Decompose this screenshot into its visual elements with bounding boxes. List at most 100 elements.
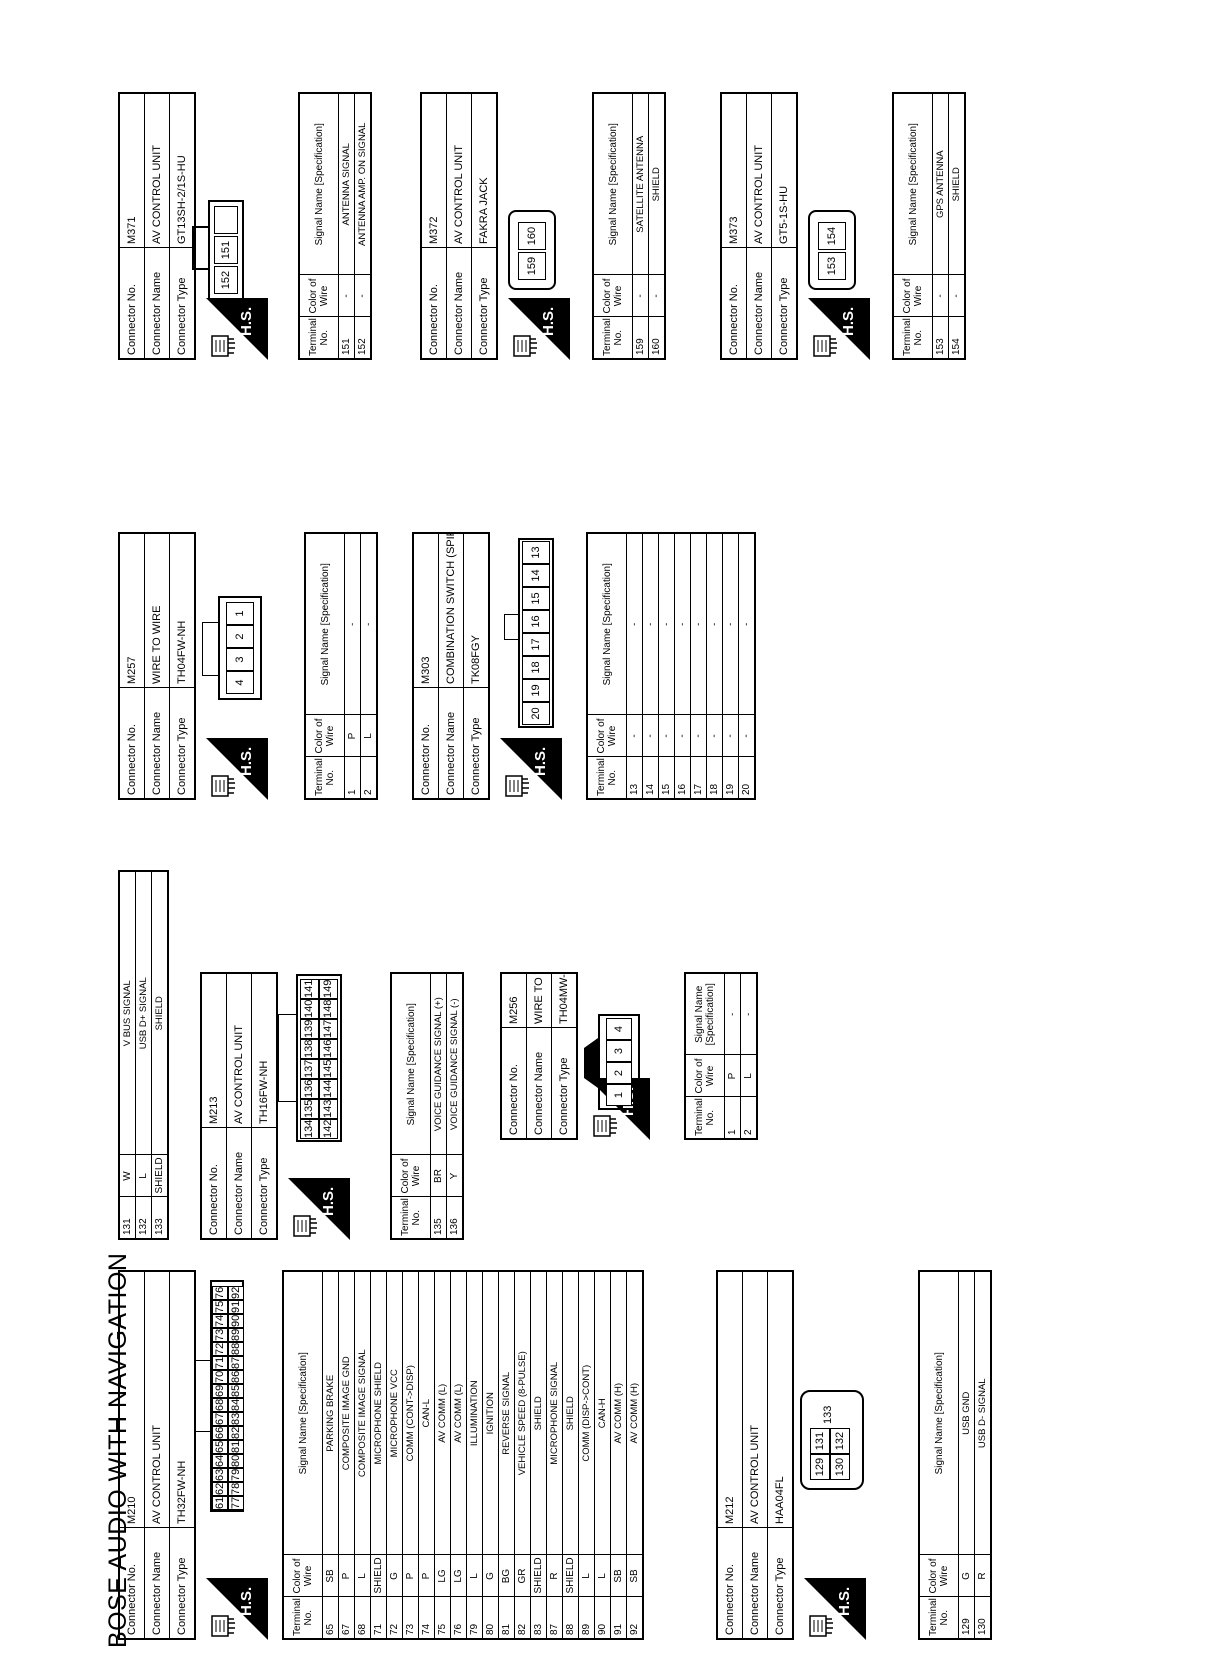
connector-pin: 129 (810, 1454, 830, 1480)
signal-name: SHIELD (530, 1271, 547, 1555)
connector-pin: 145 (319, 1059, 338, 1079)
connector-pin: 16 (522, 610, 550, 633)
connector-pin: 75 (212, 1300, 228, 1314)
connector-number-value: M303 (413, 533, 439, 688)
hs-label: H.S. (238, 1586, 255, 1616)
harness-side-icon: H.S. (508, 298, 570, 360)
wire-color: R (974, 1555, 991, 1597)
wire-color: GR (514, 1555, 531, 1597)
signal-name: AV COMM (L) (434, 1271, 451, 1555)
connector-pin: 130 (830, 1454, 850, 1480)
connector-number-label: Connector No. (119, 687, 145, 799)
connector-pin: 73 (212, 1328, 228, 1342)
wire-color: SB (610, 1555, 627, 1597)
signal-name: - (344, 533, 361, 715)
connector-pin: 160 (518, 222, 546, 250)
terminal-number: 2 (360, 757, 377, 799)
terminal-number: 1 (344, 757, 361, 799)
signal-name: CAN-H (594, 1271, 611, 1555)
signal-name-header: Signal Name [Specification] (593, 93, 633, 275)
signal-name: USB GND (958, 1271, 975, 1555)
connector-type-label: Connector Type (251, 1127, 277, 1239)
connector-pin: 1 (606, 1084, 632, 1106)
table-row: 18-- (706, 533, 723, 799)
terminal-number: 20 (738, 757, 755, 799)
connector-pin: 18 (522, 656, 550, 679)
connector-pin: 3 (606, 1040, 632, 1062)
signal-name: - (642, 533, 659, 715)
signal-name: - (740, 973, 757, 1055)
connector-pin: 133 (822, 1405, 834, 1424)
connector-pin: 132 (830, 1428, 850, 1454)
connector-pin: 65 (212, 1440, 228, 1454)
harness-side-icon: H.S. (206, 738, 268, 800)
terminal-no-header: Terminal No. (587, 757, 627, 799)
harness-side-icon: H.S. (500, 738, 562, 800)
wire-color: L (354, 1555, 371, 1597)
terminal-number: 19 (722, 757, 739, 799)
terminal-number: 14 (642, 757, 659, 799)
terminal-number: 132 (135, 1197, 152, 1239)
terminal-number: 90 (594, 1597, 611, 1639)
connector-name-value: AV CONTROL UNIT (742, 1271, 768, 1528)
terminal-number: 2 (740, 1097, 757, 1139)
table-row: 154-SHIELD (948, 93, 965, 359)
table-row: 13-- (626, 533, 643, 799)
wire-color: - (738, 715, 755, 757)
hs-label: H.S. (238, 306, 255, 336)
terminal-number: 16 (674, 757, 691, 799)
connector-number-label: Connector No. (421, 247, 447, 359)
connector-pin: 147 (319, 1019, 338, 1039)
signal-name: PARKING BRAKE (322, 1271, 339, 1555)
wire-color: P (344, 715, 361, 757)
terminal-no-header: Terminal No. (919, 1597, 959, 1639)
connector-type-label: Connector Type (767, 1527, 793, 1639)
wire-color: SB (626, 1555, 643, 1597)
connector-number-value: M371 (119, 93, 145, 248)
signal-name: MICROPHONE VCC (386, 1271, 403, 1555)
color-header: Color of Wire (919, 1555, 959, 1597)
terminal-number: 88 (562, 1597, 579, 1639)
wire-color: L (360, 715, 377, 757)
signal-name: - (724, 973, 741, 1055)
signal-name: - (626, 533, 643, 715)
terminal-number: 72 (386, 1597, 403, 1639)
connector-pin: 70 (212, 1370, 228, 1384)
connector-pin: 86 (228, 1370, 244, 1384)
connector-pin: 92 (228, 1286, 244, 1300)
hs-label: H.S. (540, 306, 557, 336)
table-row: 16-- (674, 533, 691, 799)
wire-color: - (722, 715, 739, 757)
terminal-number: 1 (724, 1097, 741, 1139)
connector-pin: 17 (522, 633, 550, 656)
terminal-number: 81 (498, 1597, 515, 1639)
wire-color: - (632, 275, 649, 317)
connector-pin: 89 (228, 1328, 244, 1342)
connector-name-label: Connector Name (526, 1027, 552, 1139)
connector-pin: 151 (214, 236, 238, 264)
signal-name: COMM (DISP->CONT) (578, 1271, 595, 1555)
connector-pin: 146 (319, 1039, 338, 1059)
connector-type-label: Connector Type (471, 247, 497, 359)
terminal-number: 131 (119, 1197, 136, 1239)
terminal-number: 159 (632, 317, 649, 359)
signal-name: AV COMM (H) (626, 1271, 643, 1555)
signal-name: CAN-L (418, 1271, 435, 1555)
signal-name-header: Signal Name [Specification] (685, 973, 725, 1055)
terminal-number: 65 (322, 1597, 339, 1639)
connector-number-label: Connector No. (119, 1527, 145, 1639)
connector-number-label: Connector No. (501, 1027, 527, 1139)
